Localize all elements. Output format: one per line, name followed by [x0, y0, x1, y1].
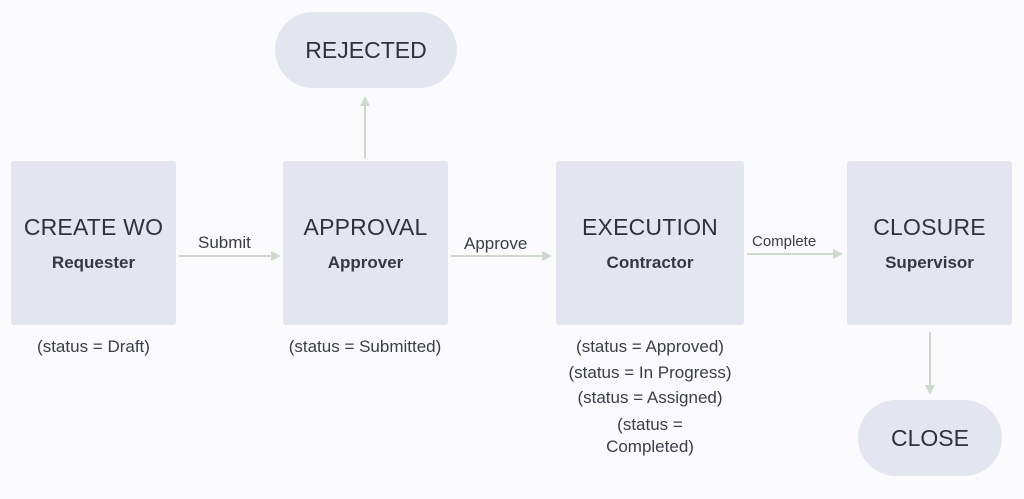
status-note: (status = In Progress)	[568, 362, 732, 382]
status-note: (status =	[617, 414, 683, 434]
edge-label-approve: Approve	[464, 234, 528, 253]
node-close: CLOSE	[858, 400, 1002, 476]
node-create-wo-role: Requester	[51, 252, 136, 272]
status-notes-create: (status = Draft)	[11, 334, 176, 359]
node-close-title: CLOSE	[891, 424, 969, 451]
status-note: (status = Submitted)	[288, 337, 442, 356]
status-notes-execution: (status = Approved) (status = In Progres…	[540, 334, 760, 458]
node-closure-role: Supervisor	[885, 252, 974, 272]
node-closure: CLOSURE Supervisor	[847, 161, 1012, 325]
node-closure-title: CLOSURE	[873, 213, 986, 240]
status-note: (status = Assigned)	[577, 388, 723, 407]
status-notes-approval: (status = Submitted)	[265, 334, 465, 359]
node-approval-role: Approver	[327, 252, 404, 272]
edge-label-submit: Submit	[198, 233, 251, 252]
node-approval-title: APPROVAL	[303, 213, 428, 240]
node-execution-role: Contractor	[606, 252, 694, 272]
node-create-wo: CREATE WO Requester	[11, 161, 176, 325]
status-note: Completed)	[606, 436, 694, 456]
status-note: (status = Approved)	[576, 337, 724, 356]
edge-label-complete: Complete	[752, 233, 817, 250]
node-create-wo-title: CREATE WO	[23, 213, 164, 240]
node-approval: APPROVAL Approver	[283, 161, 448, 325]
node-rejected-title: REJECTED	[305, 36, 427, 63]
status-note: (status = Draft)	[37, 337, 150, 356]
node-execution: EXECUTION Contractor	[556, 161, 744, 325]
node-rejected: REJECTED	[275, 12, 457, 88]
node-execution-title: EXECUTION	[582, 213, 718, 240]
